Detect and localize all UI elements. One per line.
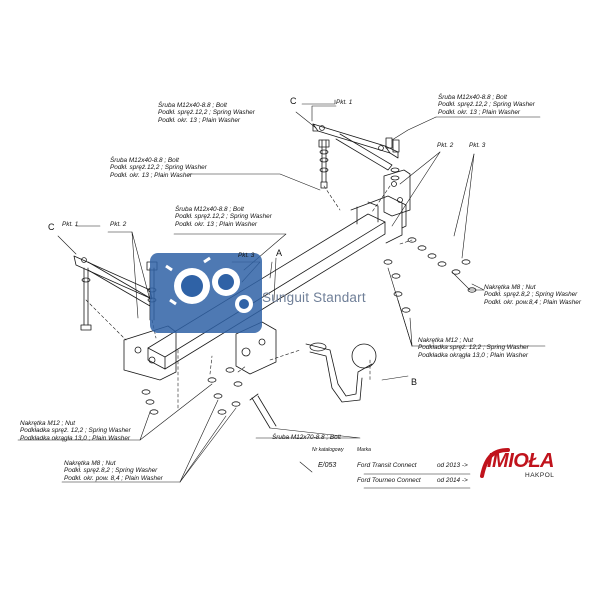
top-right-bolt-stack	[385, 137, 400, 181]
letter-a: A	[276, 248, 283, 258]
pkt-1-top: Pkt. 1	[336, 99, 353, 106]
top-bracket-c	[312, 123, 399, 171]
pkt-1-left: Pkt. 1	[62, 221, 79, 228]
ball-mount-hook	[305, 342, 377, 403]
callout-nut-m12-right: Nakrętka M12 ; Nut Podkładka spręż. 12,2…	[418, 337, 529, 359]
catalog-code: E/053	[318, 462, 337, 469]
catalog-nr-label: Nr katalogowy	[312, 447, 344, 453]
bolt-m12x70	[249, 393, 277, 429]
callout-bolt-mid: Śruba M12x40-8.8 ; Bolt Podkł. spręż.12,…	[175, 206, 272, 228]
catalog-row1-model: Ford Transit Connect	[357, 462, 417, 469]
gear-icon	[150, 253, 262, 333]
logo-swoosh-icon	[480, 448, 510, 478]
callout-bolt-left: Śruba M12x40-8.8 ; Bolt Podkł. spręż.12,…	[110, 157, 207, 179]
callout-nut-m8-right: Nakrętka M8 ; Nut Podkł. spręż.8,2 ; Spr…	[484, 284, 581, 306]
callout-bolt-top-center: Śruba M12x40-8.8 ; Bolt Podkł. spręż.12,…	[158, 102, 255, 124]
letter-c-top: C	[290, 96, 297, 106]
catalog-row1-year: od 2013 ->	[437, 462, 468, 469]
left-bracket-c	[73, 255, 153, 331]
letter-c-left: C	[48, 222, 55, 232]
catalog-marka-label: Marka	[357, 447, 371, 453]
catalog-row2-model: Ford Tourneo Connect	[357, 477, 421, 484]
brand-logo: IMIOŁA	[487, 450, 555, 472]
brand-logo-sub: HAKPOL	[525, 472, 555, 479]
watermark-text: Sunguit Standart	[262, 290, 366, 305]
right-washer-group	[383, 237, 477, 313]
callout-nut-m12-left: Nakrętka M12 ; Nut Podkładka spręż. 12,2…	[20, 420, 131, 442]
letter-b: B	[411, 377, 418, 387]
lower-left-washers	[141, 367, 243, 415]
pkt-2-left: Pkt. 2	[110, 221, 127, 228]
callout-bolt-top-right: Śruba M12x40-8.8 ; Bolt Podkł. spręż.12,…	[438, 94, 535, 116]
top-bolt-stack	[318, 139, 330, 189]
pkt-2-right: Pkt. 2	[437, 142, 454, 149]
callout-bolt-m12x70: Śruba M12x70-8.8 ; Bolt	[272, 434, 341, 441]
right-side-plate	[383, 169, 411, 217]
main-crossbar	[147, 195, 407, 370]
catalog-row2-year: od 2014 ->	[437, 477, 468, 484]
callout-nut-m8-left: Nakrętka M8 ; Nut Podkł. spręż.8,2 ; Spr…	[64, 460, 163, 482]
catalog-lines	[299, 461, 471, 489]
leader-lines	[17, 99, 546, 483]
pkt-3-right: Pkt. 3	[469, 142, 486, 149]
pkt-3-left: Pkt. 3	[238, 252, 255, 259]
